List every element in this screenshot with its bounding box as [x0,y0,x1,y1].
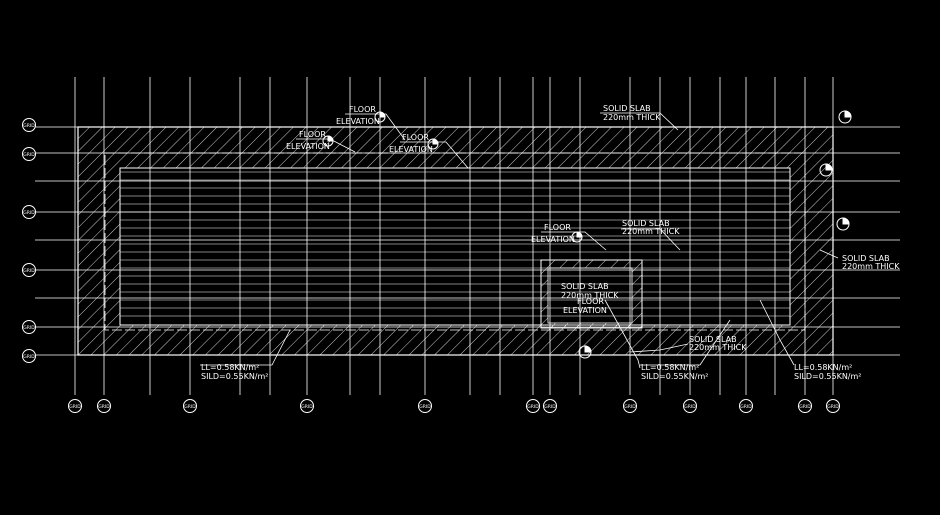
floor-elevation-label: ELEVATION [389,145,433,154]
grid-bubble-column: GRID [739,399,753,413]
annotations: FLOOR ELEVATION FLOOR ELEVATION FLOOR EL… [201,104,900,381]
svg-text:GRID: GRID [684,404,696,410]
svg-text:GRID: GRID [301,404,313,410]
column-grid-bubbles: GRID GRID GRID GRID GRID GRID GRID GRID GRID GRID… [68,399,840,413]
section-markers [322,110,852,359]
floor-elevation-label: ELEVATION [531,235,575,244]
floor-elevation-label: ELEVATION [336,117,380,126]
floor-elevation-label: FLOOR [577,297,604,306]
load-label: LL=0.58KN/m² [641,363,699,372]
svg-text:GRID: GRID [827,404,839,410]
solid-slab-label: SOLID SLAB [561,282,609,291]
grid-bubble-column: GRID [97,399,111,413]
grid-bubble-column: GRID [826,399,840,413]
grid-bubble-row: GRID [22,118,36,132]
grid-bubble-column: GRID [623,399,637,413]
grid-bubble-column: GRID [300,399,314,413]
inner-opening-outline [119,167,791,326]
leader-line [640,319,731,366]
load-label: LL=0.58KN/m² [794,363,852,372]
load-label: SILD=0.55KN/m² [641,372,709,381]
solid-slab-label: SOLID SLAB [622,219,670,228]
grid-bubble-column: GRID [526,399,540,413]
grid-bubble-column: GRID [418,399,432,413]
svg-text:GRID: GRID [740,404,752,410]
floor-elevation-label: ELEVATION [286,142,330,151]
svg-text:GRID: GRID [69,404,81,410]
grid-bubble-column: GRID [68,399,82,413]
leader-line [759,299,795,366]
svg-text:GRID: GRID [624,404,636,410]
load-label: SILD=0.55KN/m² [794,372,862,381]
load-label: SILD=0.55KN/m² [201,372,269,381]
svg-text:GRID: GRID [98,404,110,410]
leader-line [541,231,607,251]
grid-bubble-row: GRID [22,147,36,161]
grid-bubble-column: GRID [683,399,697,413]
leader-line [400,141,469,169]
grid-bubble-column: GRID [183,399,197,413]
svg-text:GRID: GRID [23,152,35,158]
solid-slab-label: 220mm THICK [622,227,680,236]
leader-line [600,112,679,131]
grid-bubble-row: GRID [22,349,36,363]
svg-text:GRID: GRID [419,404,431,410]
leader-line [819,249,839,259]
grid-bubble-row: GRID [22,320,36,334]
grid-bubble-row: GRID [22,205,36,219]
svg-text:GRID: GRID [23,354,35,360]
solid-slab-label: 220mm THICK [689,343,747,352]
floor-elevation-label: ELEVATION [563,306,607,315]
grid-bubble-column: GRID [543,399,557,413]
slab-rafters [120,171,790,317]
svg-text:GRID: GRID [184,404,196,410]
solid-slab-label: 220mm THICK [842,262,900,271]
grid-bubble-row: GRID [22,263,36,277]
leader-line [621,228,681,251]
floor-elevation-label: FLOOR [299,130,326,139]
slab-hatch [78,127,833,355]
row-grid-bubbles: GRID GRID GRID GRID GRID GRID [22,118,36,363]
svg-text:GRID: GRID [544,404,556,410]
floor-elevation-label: FLOOR [402,133,429,142]
leader-line [629,343,689,353]
floor-elevation-label: FLOOR [349,105,376,114]
second-outline [104,152,806,331]
svg-text:GRID: GRID [23,210,35,216]
solid-slab-label: SOLID SLAB [603,104,651,113]
svg-text:GRID: GRID [527,404,539,410]
svg-text:GRID: GRID [799,404,811,410]
floor-elevation-label: FLOOR [544,223,571,232]
leader-line [345,113,406,141]
grid-bubble-column: GRID [798,399,812,413]
svg-text:GRID: GRID [23,268,35,274]
svg-text:GRID: GRID [23,325,35,331]
leader-line [200,329,291,366]
load-label: LL=0.58KN/m² [201,363,259,372]
core-inner-block [547,267,633,324]
solid-slab-label: 220mm THICK [561,291,619,300]
solid-slab-label: 220mm THICK [603,113,661,122]
svg-text:GRID: GRID [23,123,35,129]
solid-slab-label: SOLID SLAB [689,335,737,344]
leader-line [604,299,641,369]
solid-slab-label: SOLID SLAB [842,254,890,263]
leader-lines [200,112,839,369]
